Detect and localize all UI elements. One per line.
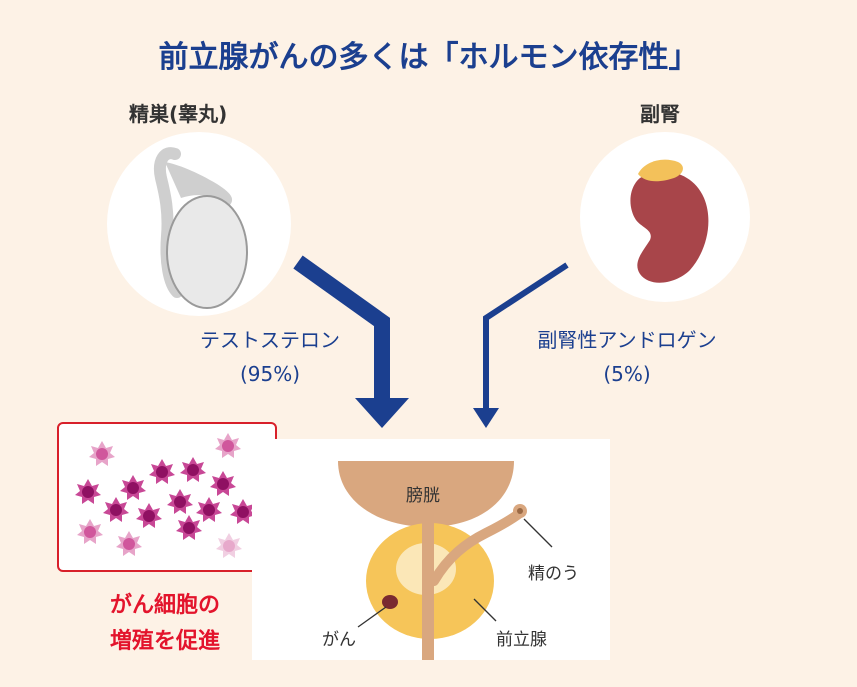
cancer-effect-text: がん細胞の 増殖を促進 (80, 588, 250, 660)
testosterone-percent: (95%) (239, 362, 301, 386)
cancer-label: がん (322, 630, 356, 650)
androgen-arrowhead (473, 408, 499, 428)
testosterone-label: テストステロン (95%) (182, 323, 358, 391)
androgen-percent: (5%) (603, 362, 651, 386)
bladder-label: 膀胱 (406, 486, 440, 506)
testis-circle (107, 132, 291, 316)
testosterone-name: テストステロン (200, 328, 340, 352)
prostate-label: 前立腺 (496, 630, 547, 650)
androgen-arrow (483, 262, 569, 410)
androgen-label: 副腎性アンドロゲン (5%) (503, 323, 751, 391)
prostate-anatomy-icon (338, 461, 553, 660)
cancer-effect-line1: がん細胞の (109, 593, 220, 618)
testosterone-arrowhead (355, 398, 409, 428)
cancer-effect-line2: 増殖を促進 (109, 629, 220, 654)
androgen-name: 副腎性アンドロゲン (537, 328, 717, 352)
prostate-illustration: 膀胱 精のう がん 前立腺 (252, 439, 610, 660)
kidney-icon (630, 159, 709, 283)
adrenal-label: 副腎 (640, 102, 680, 126)
cancer-cells-icon (75, 433, 256, 558)
testis-label: 精巣(睾丸) (129, 102, 228, 126)
testosterone-arrow (293, 255, 390, 400)
diagram-title: 前立腺がんの多くは「ホルモン依存性」 (158, 40, 699, 75)
cancer-cells-box (57, 422, 277, 572)
seminal-vesicle-label: 精のう (528, 564, 579, 584)
testis-icon (154, 147, 248, 309)
adrenal-circle (580, 132, 750, 302)
